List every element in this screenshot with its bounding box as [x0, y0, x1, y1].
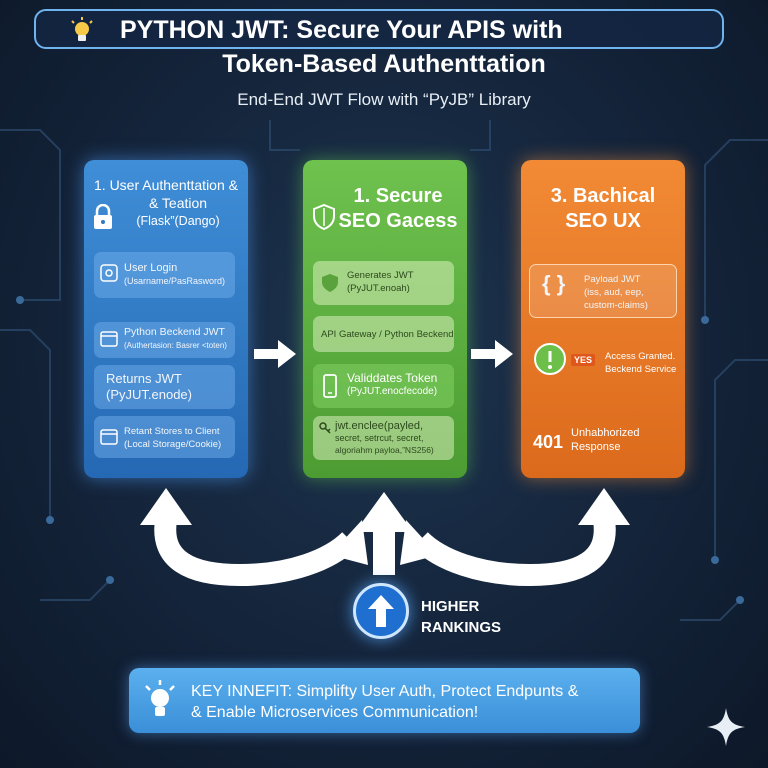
step-payload-jwt: { } Payload JWT (iss, aud, eep, custom-c…: [529, 264, 677, 318]
step-store-client: Retant Stores to Client (Local Storage/C…: [94, 416, 235, 458]
page-subtitle: End-End JWT Flow with “PyJB” Library: [237, 90, 531, 109]
step-api-gateway: API Gateway / Python Beckend: [313, 316, 454, 352]
yes-badge: YES: [571, 354, 596, 366]
step-user-login: User Login (Usarname/PasRasword): [94, 252, 235, 298]
title-banner: [34, 9, 724, 49]
step-detail: Beckend Service: [605, 364, 677, 375]
braces-icon: { }: [542, 271, 566, 296]
step-generates-jwt: Generates JWT (PyJUT.enoah): [313, 261, 454, 305]
step-detail: (PyJUT.enoah): [347, 283, 410, 294]
column-title-line2: SEO Gacess: [338, 210, 458, 232]
step-jwt-encode: jwt.enclee(payled, secret, setrcut, secr…: [313, 416, 454, 460]
column-title-line1: 1. Secure: [353, 185, 443, 207]
sparkle-icon: [707, 708, 745, 746]
ranking-label: HIGHER RANKINGS: [421, 596, 501, 638]
column-title-line2: SEO UX: [565, 210, 641, 232]
step-label: User Login: [124, 262, 178, 274]
status-code: 401: [533, 432, 564, 452]
step-detail: (iss, aud, eep,: [584, 287, 644, 298]
lightbulb-icon: [145, 680, 175, 716]
column-title-line1: 1. User Authenttation &: [94, 177, 238, 193]
step-label: Validdates Token: [347, 371, 438, 385]
step-label: jwt.enclee(payled,: [335, 420, 424, 432]
mobile-phone-icon: [323, 374, 337, 398]
key-icon: [100, 264, 118, 282]
step-label: Access Granted.: [605, 351, 676, 362]
step-python-backend: Python Beckend JWT (Authertasion: Basrer…: [94, 322, 235, 358]
arrow-right-icon: [471, 340, 513, 368]
step-detail: custom-claims): [584, 300, 648, 311]
padlock-icon: [94, 204, 112, 229]
column-title-line3: (Flask”(Dango): [136, 214, 220, 228]
column-secure-access: 1. Secure SEO Gacess Generates JWT (PyJU…: [303, 160, 467, 478]
column-title-line1: 3. Bachical: [550, 185, 656, 207]
shield-icon: [313, 204, 335, 230]
ranking-badge: [353, 583, 409, 639]
step-label: Payload JWT: [584, 274, 641, 285]
page-title-line1: PYTHON JWT: Secure Your APIS with: [120, 16, 563, 44]
step-validates-token: Validdates Token (PyJUT.enocfecode): [313, 364, 454, 408]
step-label: Python Beckend JWT: [124, 326, 225, 338]
step-label: Generates JWT: [347, 270, 414, 281]
step-detail: (Usarname/PasRasword): [124, 276, 226, 286]
arrow-right-icon: [254, 340, 296, 368]
step-label: Returns JWT: [106, 371, 182, 386]
browser-window-icon: [100, 429, 118, 445]
step-label: Retant Stores to Client: [124, 426, 220, 437]
up-arrow-icon: [368, 595, 394, 627]
page-title-line2: Token-Based Authenttation: [222, 50, 546, 78]
key-benefit-line2: & Enable Microservices Communication!: [191, 704, 479, 721]
step-label: Unhabhorized: [571, 427, 640, 439]
key-benefit-banner: KEY INNEFIT: Simplifty User Auth, Protec…: [129, 668, 640, 733]
ranking-line1: HIGHER: [421, 598, 480, 615]
step-detail: (Local Storage/Cookie): [124, 439, 222, 450]
step-label: API Gateway / Python Beckend: [321, 329, 454, 340]
step-returns-jwt: Returns JWT (PyJUT.enode): [94, 365, 235, 409]
step-detail: (PyJUT.enocfecode): [347, 386, 438, 397]
shield-icon: [322, 274, 338, 292]
column-seo-ux: 3. Bachical SEO UX { } Payload JWT (iss,…: [521, 160, 685, 478]
browser-window-icon: [100, 331, 118, 347]
step-detail: Response: [571, 441, 621, 453]
step-detail: (Authertasion: Basrer <toten): [124, 341, 227, 350]
check-circle-icon: [534, 343, 566, 375]
key-benefit-line1: KEY INNEFIT: Simplifty User Auth, Protec…: [191, 683, 579, 700]
step-detail: secret, setrcut, secret,: [335, 433, 424, 443]
column-title-line2: & Teation: [148, 195, 208, 211]
key-icon: [319, 422, 331, 434]
step-detail: (PyJUT.enode): [106, 387, 192, 402]
lightbulb-icon: [71, 17, 93, 41]
step-detail: algoriahm payloa,”NS256): [335, 445, 434, 455]
column-user-authentication: 1. User Authenttation & & Teation (Flask…: [84, 160, 248, 478]
ranking-line2: RANKINGS: [421, 619, 502, 636]
